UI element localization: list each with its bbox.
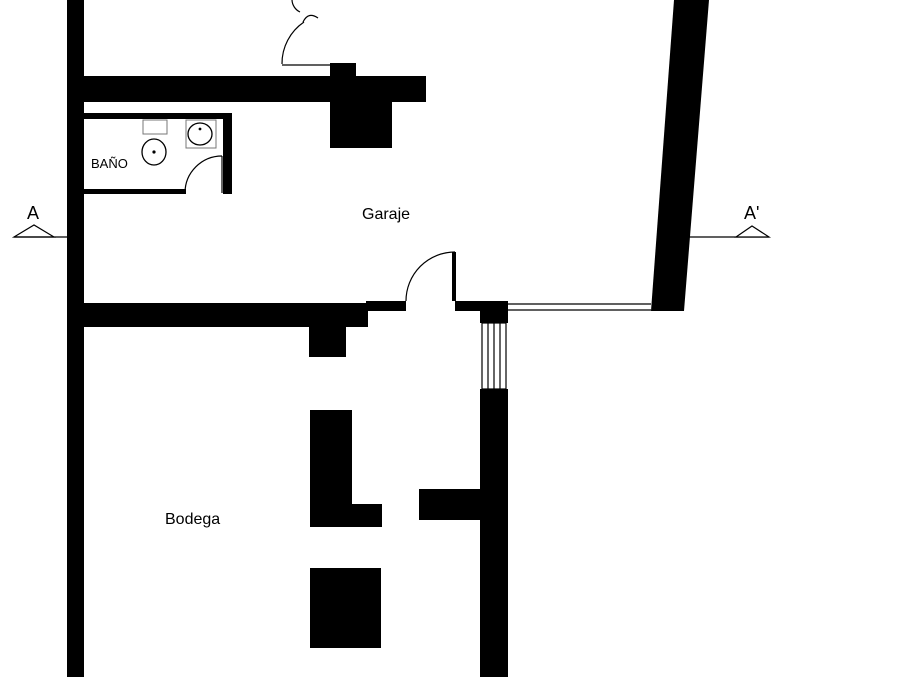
bodega-window xyxy=(481,322,507,390)
wall-middle-right xyxy=(455,301,508,311)
section-marker-left: A xyxy=(11,203,67,238)
section-label-left: A xyxy=(27,203,39,223)
sink-basin xyxy=(187,122,213,146)
bathroom xyxy=(84,113,232,194)
toilet-tank xyxy=(142,119,168,135)
garage-top-door xyxy=(281,0,330,66)
room-label-bano: BAÑO xyxy=(91,156,128,171)
wall-middle-left xyxy=(84,303,368,327)
section-label-right: A' xyxy=(744,203,759,223)
wall-left-exterior xyxy=(67,0,84,677)
room-label-bodega: Bodega xyxy=(165,511,220,528)
wall-column-block xyxy=(480,309,508,323)
wall-bodega-right xyxy=(480,389,508,677)
wall-upper-stub xyxy=(330,63,356,77)
garage-front-opening xyxy=(508,303,651,311)
room-label-garaje: Garaje xyxy=(362,206,410,223)
section-marker-right: A' xyxy=(684,203,772,238)
column-middle xyxy=(309,326,346,357)
wall-right-slanted xyxy=(651,0,709,311)
column-upper xyxy=(330,100,392,148)
column-l-shape xyxy=(310,410,382,527)
column-lower xyxy=(310,568,381,648)
garage-bodega-door xyxy=(405,251,456,302)
wall-upper-interior xyxy=(84,76,426,102)
wall-bodega-stub xyxy=(419,489,480,520)
wall-middle-step xyxy=(366,301,406,311)
